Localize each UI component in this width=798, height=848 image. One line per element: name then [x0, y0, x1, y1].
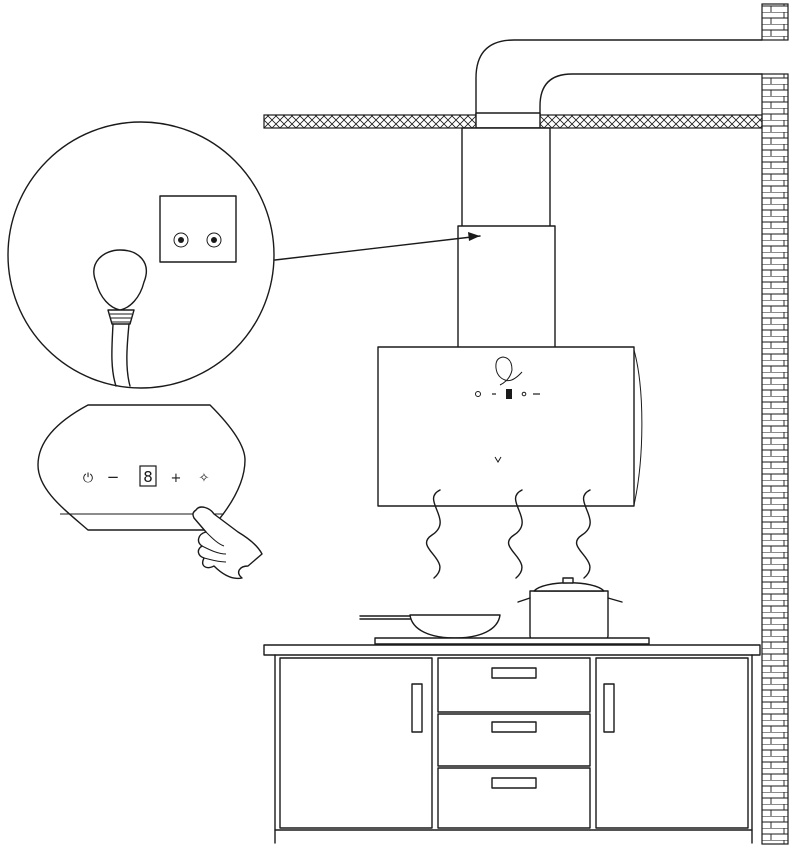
plus-icon: +: [171, 471, 182, 486]
wall-socket: [159, 195, 237, 263]
hood-control-strip: [475, 389, 540, 399]
speed-display-frame: [139, 465, 157, 487]
hood-light-mark: [494, 456, 502, 463]
kitchen-cabinet: [263, 644, 761, 844]
hood-finger-mark: [495, 356, 523, 386]
cooking-pot: [517, 577, 623, 641]
control-panel-callout: ⏻− 8 + ✧: [37, 404, 246, 531]
power-icon: ⏻: [83, 471, 93, 486]
pointing-hand-icon: [192, 506, 263, 580]
cooktop: [374, 637, 650, 645]
light-icon: ✧: [199, 471, 210, 486]
panel-buttons: ⏻− 8 + ✧: [83, 465, 210, 487]
hood-body: [377, 346, 643, 507]
speed-display: 8: [143, 468, 153, 486]
smoke-wisps: [425, 489, 591, 579]
brick-wall: [761, 3, 789, 845]
minus-icon: −: [107, 468, 120, 486]
connection-arrow: [274, 232, 481, 261]
chimney: [457, 127, 556, 349]
exhaust-duct: [475, 39, 763, 129]
socket-callout: [7, 121, 275, 389]
wok: [359, 614, 501, 639]
power-plug: [93, 249, 147, 387]
